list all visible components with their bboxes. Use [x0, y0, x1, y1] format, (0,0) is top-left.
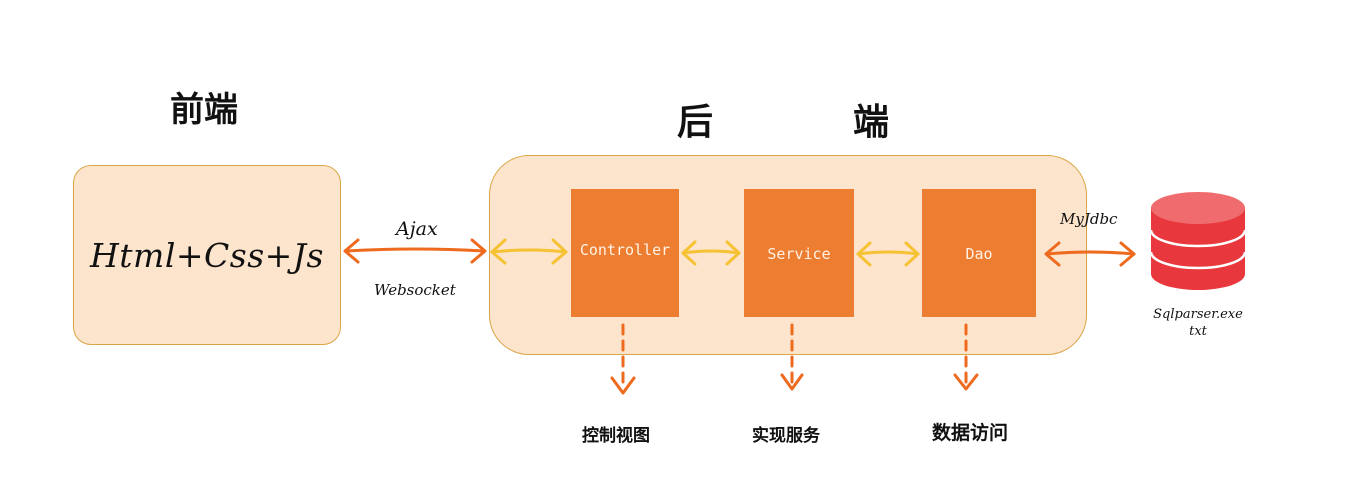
database-label: Sqlparser.exe txt: [1146, 306, 1250, 340]
service-dao-arrow: [856, 241, 920, 267]
service-role-label: 实现服务: [752, 426, 820, 446]
database-label-line1: Sqlparser.exe: [1153, 307, 1243, 322]
frontend-backend-arrow: [343, 238, 487, 264]
database-cylinder-icon: [1149, 192, 1247, 290]
service-module: Service: [744, 189, 854, 317]
dao-database-arrow: [1044, 241, 1136, 267]
controller-role-label: 控制视图: [582, 426, 650, 446]
myjdbc-label: MyJdbc: [1060, 210, 1118, 228]
controller-module-label: Controller: [579, 241, 671, 259]
service-module-label: Service: [767, 245, 831, 263]
frontend-box: [73, 165, 341, 345]
controller-down-arrow: [610, 323, 636, 395]
websocket-label: Websocket: [374, 281, 456, 299]
dao-role-label: 数据访问: [932, 422, 1009, 444]
dao-module: Dao: [922, 189, 1036, 317]
backend-heading-part2: 端: [853, 102, 890, 143]
dao-module-label: Dao: [965, 245, 993, 263]
controller-service-arrow: [681, 240, 741, 266]
dao-down-arrow: [953, 323, 979, 391]
backend-controller-arrow: [490, 238, 568, 265]
database-label-line2: txt: [1189, 324, 1207, 339]
controller-module: Controller: [571, 189, 679, 317]
service-down-arrow: [780, 323, 804, 391]
backend-heading-part1: 后: [677, 102, 714, 143]
frontend-heading: 前端: [170, 90, 238, 130]
frontend-label: Html+Css+Js: [90, 235, 324, 275]
ajax-label: Ajax: [396, 218, 438, 240]
